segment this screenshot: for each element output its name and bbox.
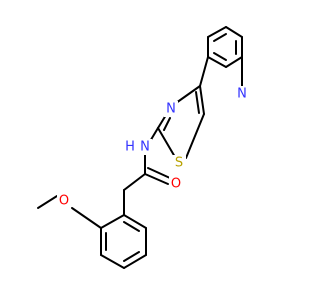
- atom-mask: [169, 176, 183, 192]
- thiazole-double-bond: [163, 117, 171, 131]
- benzene-double-bond: [123, 221, 140, 232]
- methoxy-methyl-bond: [37, 195, 58, 209]
- atom-mask: [235, 86, 249, 102]
- pyridine-bond: [225, 56, 243, 68]
- pyridine-double-bond: [213, 33, 227, 42]
- pyridine-double-bond: [213, 52, 227, 61]
- thiazole-bond: [157, 114, 167, 129]
- carbonyl-oxygen-label: O: [171, 177, 181, 192]
- thiazole-bond: [175, 85, 201, 104]
- atom-mask: [164, 101, 178, 117]
- carbonyl-to-methylene-bond: [123, 173, 146, 191]
- biaryl-bond: [199, 56, 209, 87]
- atom-mask: [138, 139, 152, 155]
- carbonyl-bond: [144, 173, 169, 185]
- amide-hydrogen-label: H: [125, 140, 135, 155]
- amide-nitrogen-label: N: [140, 140, 150, 155]
- thiazole-sulfur-label: S: [175, 156, 183, 171]
- methoxy-oxygen-label: O: [59, 194, 69, 209]
- atom-mask: [172, 155, 186, 171]
- thiazole-double-bond: [195, 91, 200, 114]
- benzene-bond: [123, 214, 147, 229]
- pyridine-bond: [207, 56, 227, 68]
- pyridine-nitrogen-label: N: [237, 87, 247, 102]
- benzene-bond: [123, 254, 147, 269]
- benzene-bond: [100, 254, 125, 269]
- atom-mask: [124, 139, 136, 155]
- thiazole-bond: [199, 85, 205, 115]
- benzene-double-bond: [123, 251, 140, 262]
- benzene-bond: [100, 214, 125, 229]
- aryl-to-oxygen-bond: [71, 207, 102, 229]
- atom-mask: [57, 193, 71, 209]
- bond-layer: [37, 26, 243, 269]
- thiazole-bond: [157, 127, 176, 158]
- molecule-structure: N N S N H O O: [37, 26, 249, 269]
- pyridine-bond: [225, 26, 243, 38]
- thiazole-nitrogen-label: N: [166, 102, 176, 117]
- pyridine-bond: [207, 26, 227, 38]
- atom-label-layer: N N S N H O O: [57, 86, 249, 209]
- carbonyl-double-bond: [147, 167, 171, 179]
- thiazole-bond: [185, 113, 205, 159]
